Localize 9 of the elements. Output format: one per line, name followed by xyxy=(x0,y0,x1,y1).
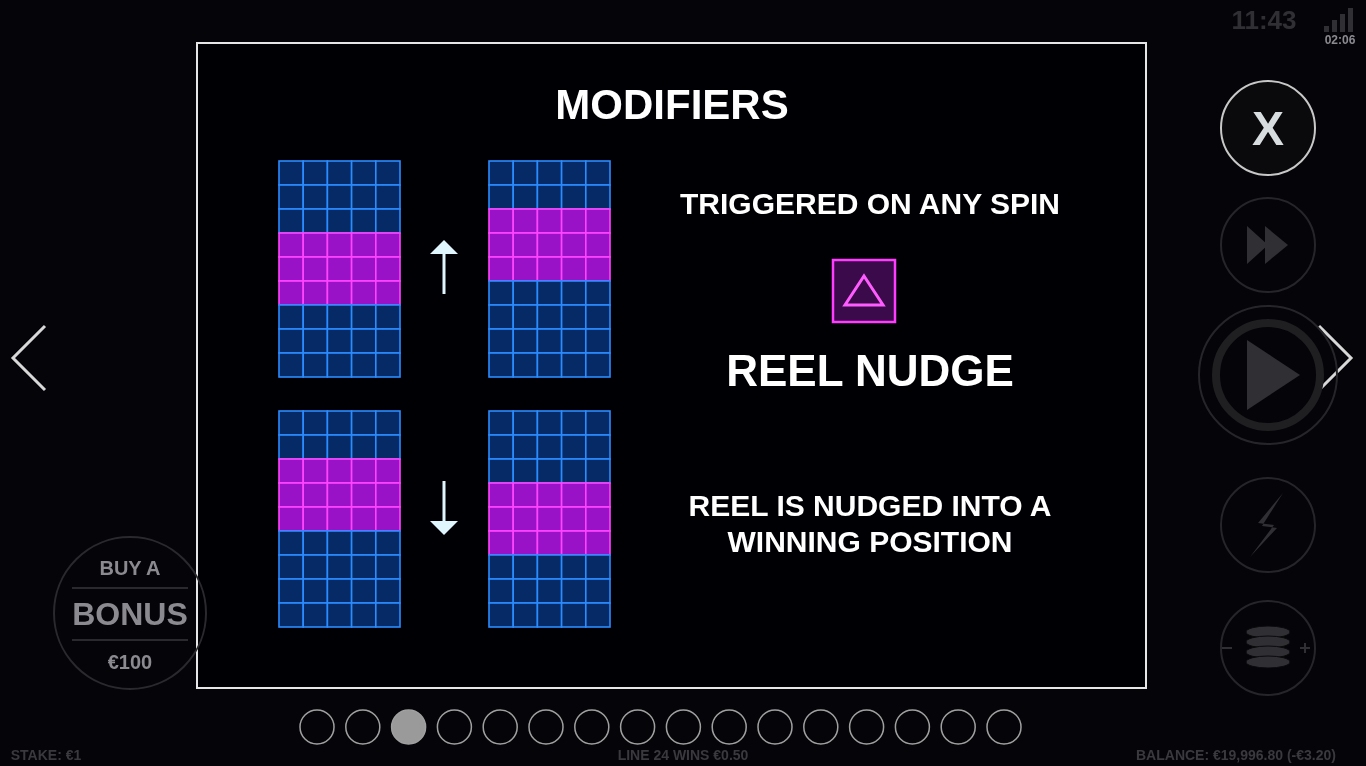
bonus-heading: BUY A xyxy=(99,556,161,580)
bonus-label: BONUS xyxy=(72,595,188,633)
session-timer: 02:06 xyxy=(1324,33,1356,47)
subtitle: TRIGGERED ON ANY SPIN xyxy=(679,187,1061,221)
description: REEL IS NUDGED INTO A WINNING POSITION xyxy=(687,488,1053,560)
bonus-price: €100 xyxy=(107,650,153,674)
close-label: X xyxy=(1252,100,1284,156)
title: MODIFIERS xyxy=(555,81,789,129)
feature-name: REEL NUDGE xyxy=(726,346,1014,396)
